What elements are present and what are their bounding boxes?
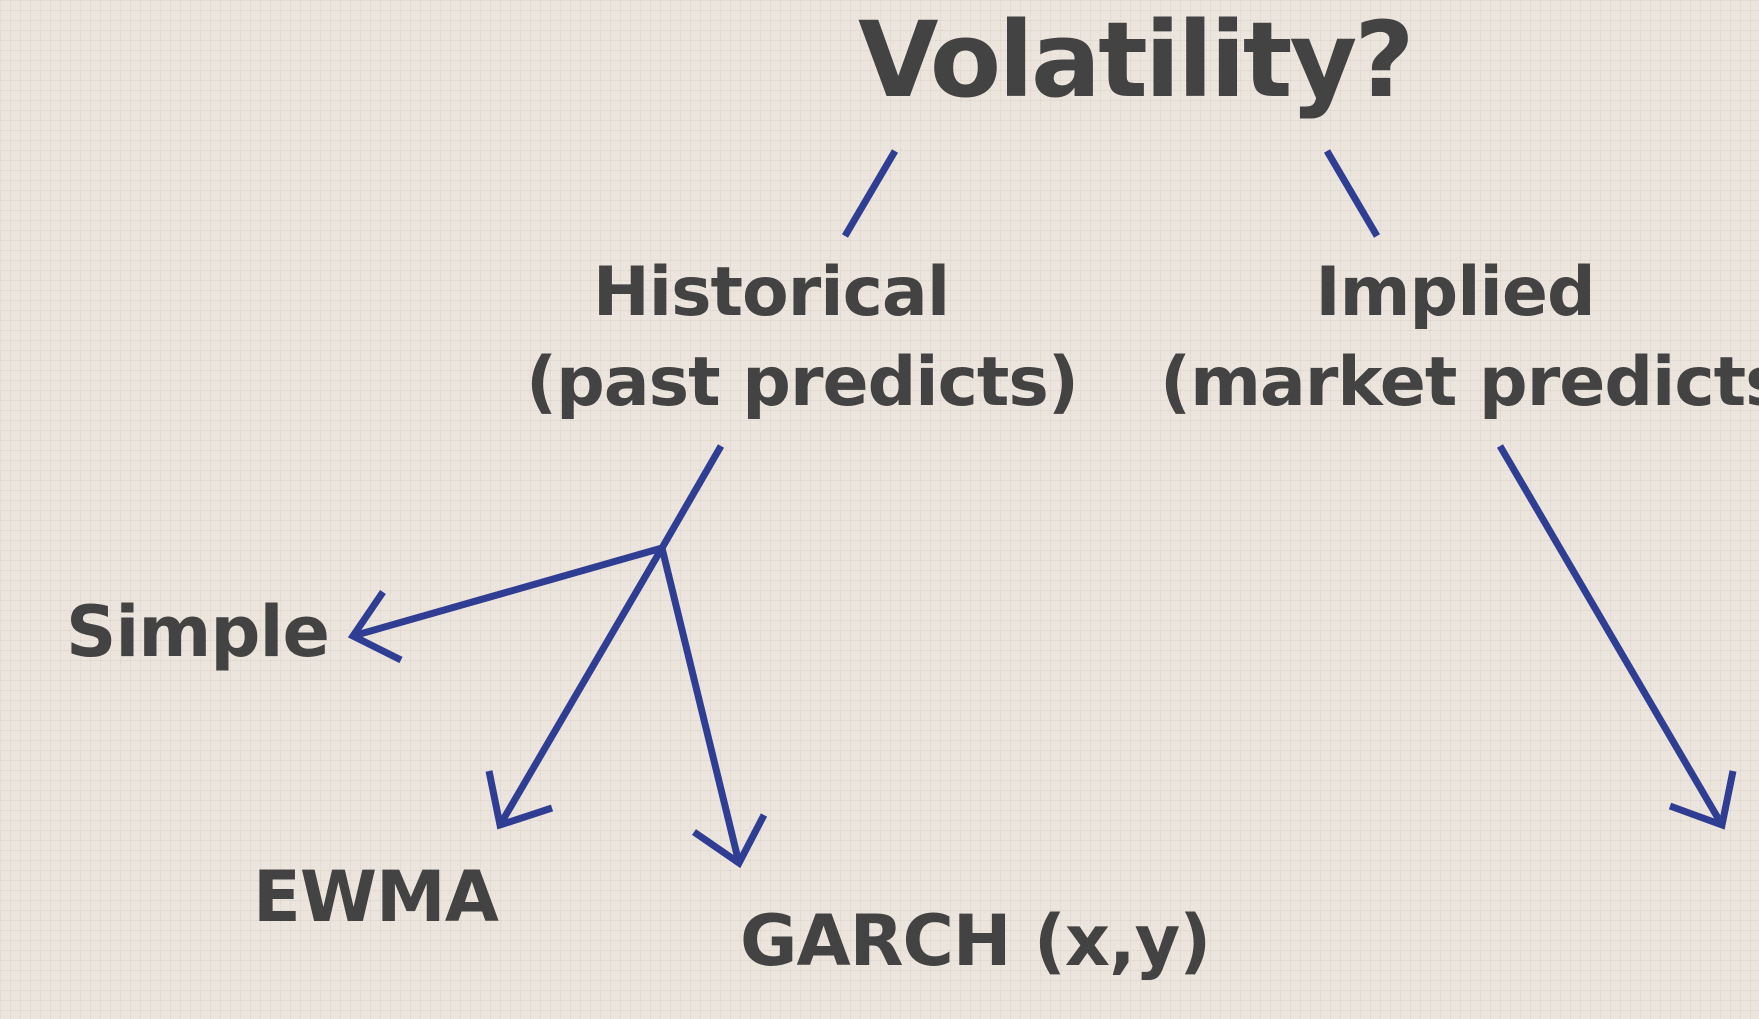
arrow-implied-head	[1668, 770, 1737, 830]
arrow-to-simple-head	[347, 590, 403, 664]
node-implied: Implied (market predicts)	[1160, 248, 1759, 428]
node-historical-subtitle: (past predicts)	[526, 342, 1079, 422]
node-implied-label: Implied	[1315, 253, 1595, 332]
arrow-to-simple-shaft	[352, 544, 663, 640]
connector-title-historical	[841, 149, 899, 238]
node-historical: Historical (past predicts)	[526, 248, 1079, 428]
arrow-implied-shaft	[1496, 444, 1726, 827]
leaf-garch: GARCH (x,y)	[740, 900, 1211, 982]
arrow-to-garch-shaft	[658, 547, 743, 864]
connector-historical-trunk	[658, 444, 725, 550]
arrow-to-garch-head	[692, 813, 768, 869]
leaf-ewma: EWMA	[253, 856, 499, 938]
node-implied-subtitle: (market predicts)	[1160, 342, 1759, 422]
arrow-to-ewma-shaft	[496, 546, 666, 827]
node-historical-label: Historical	[592, 253, 950, 332]
arrow-to-ewma-head	[485, 770, 554, 830]
diagram-title: Volatility?	[858, 0, 1415, 121]
leaf-simple: Simple	[66, 591, 330, 673]
connector-title-implied	[1323, 149, 1381, 238]
